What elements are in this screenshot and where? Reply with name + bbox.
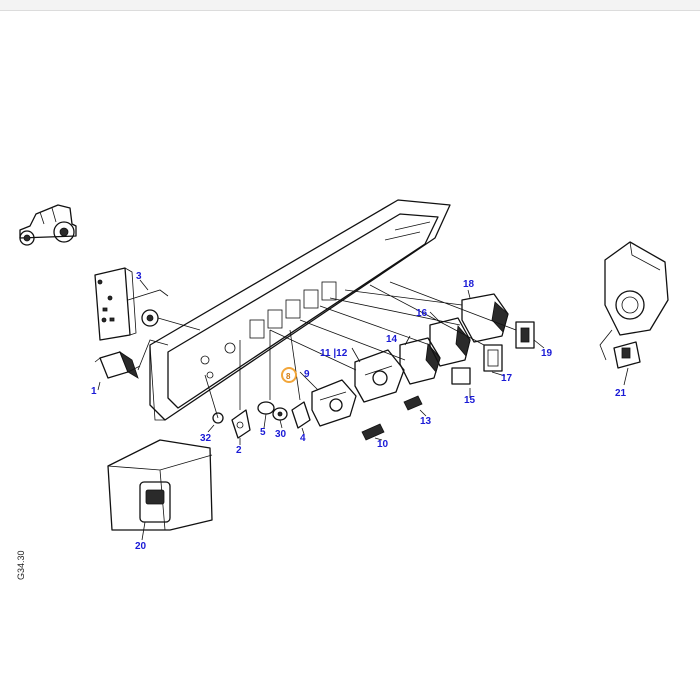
leader-lines <box>97 279 629 541</box>
callout-17[interactable]: 17 <box>501 373 513 384</box>
callout-11-12[interactable]: 11 |12 <box>320 348 348 359</box>
tractor-icon <box>19 204 77 246</box>
part-20-housing <box>107 439 213 531</box>
callout-18[interactable]: 18 <box>463 279 475 290</box>
callout-19[interactable]: 19 <box>541 348 553 359</box>
callout-32[interactable]: 32 <box>200 433 212 444</box>
part-21-bracket <box>599 241 669 369</box>
callout-14[interactable]: 14 <box>386 334 398 345</box>
callout-5[interactable]: 5 <box>260 427 266 438</box>
callout-2[interactable]: 2 <box>236 445 242 456</box>
rotary-switch-assembly <box>269 319 423 441</box>
callout-4[interactable]: 4 <box>300 433 306 444</box>
callout-9[interactable]: 9 <box>304 369 310 380</box>
part-3-control-unit <box>94 267 201 341</box>
small-parts-group <box>204 329 311 439</box>
callout-1[interactable]: 1 <box>91 386 97 397</box>
callout-30[interactable]: 30 <box>275 429 287 440</box>
callout-3[interactable]: 3 <box>136 271 142 282</box>
rocker-switches <box>319 281 535 385</box>
callout-8[interactable]: 8 <box>286 372 291 381</box>
callout-21[interactable]: 21 <box>615 388 627 399</box>
callout-16[interactable]: 16 <box>416 308 428 319</box>
highlight-marker <box>281 367 297 383</box>
callout-10[interactable]: 10 <box>377 439 389 450</box>
drawing-code: G34.30 <box>16 550 26 580</box>
callout-15[interactable]: 15 <box>464 395 476 406</box>
callout-13[interactable]: 13 <box>420 416 432 427</box>
part-1-switch <box>94 339 169 379</box>
callout-20[interactable]: 20 <box>135 541 147 552</box>
dashboard-frame <box>149 199 451 421</box>
top-border-strip <box>0 0 700 11</box>
